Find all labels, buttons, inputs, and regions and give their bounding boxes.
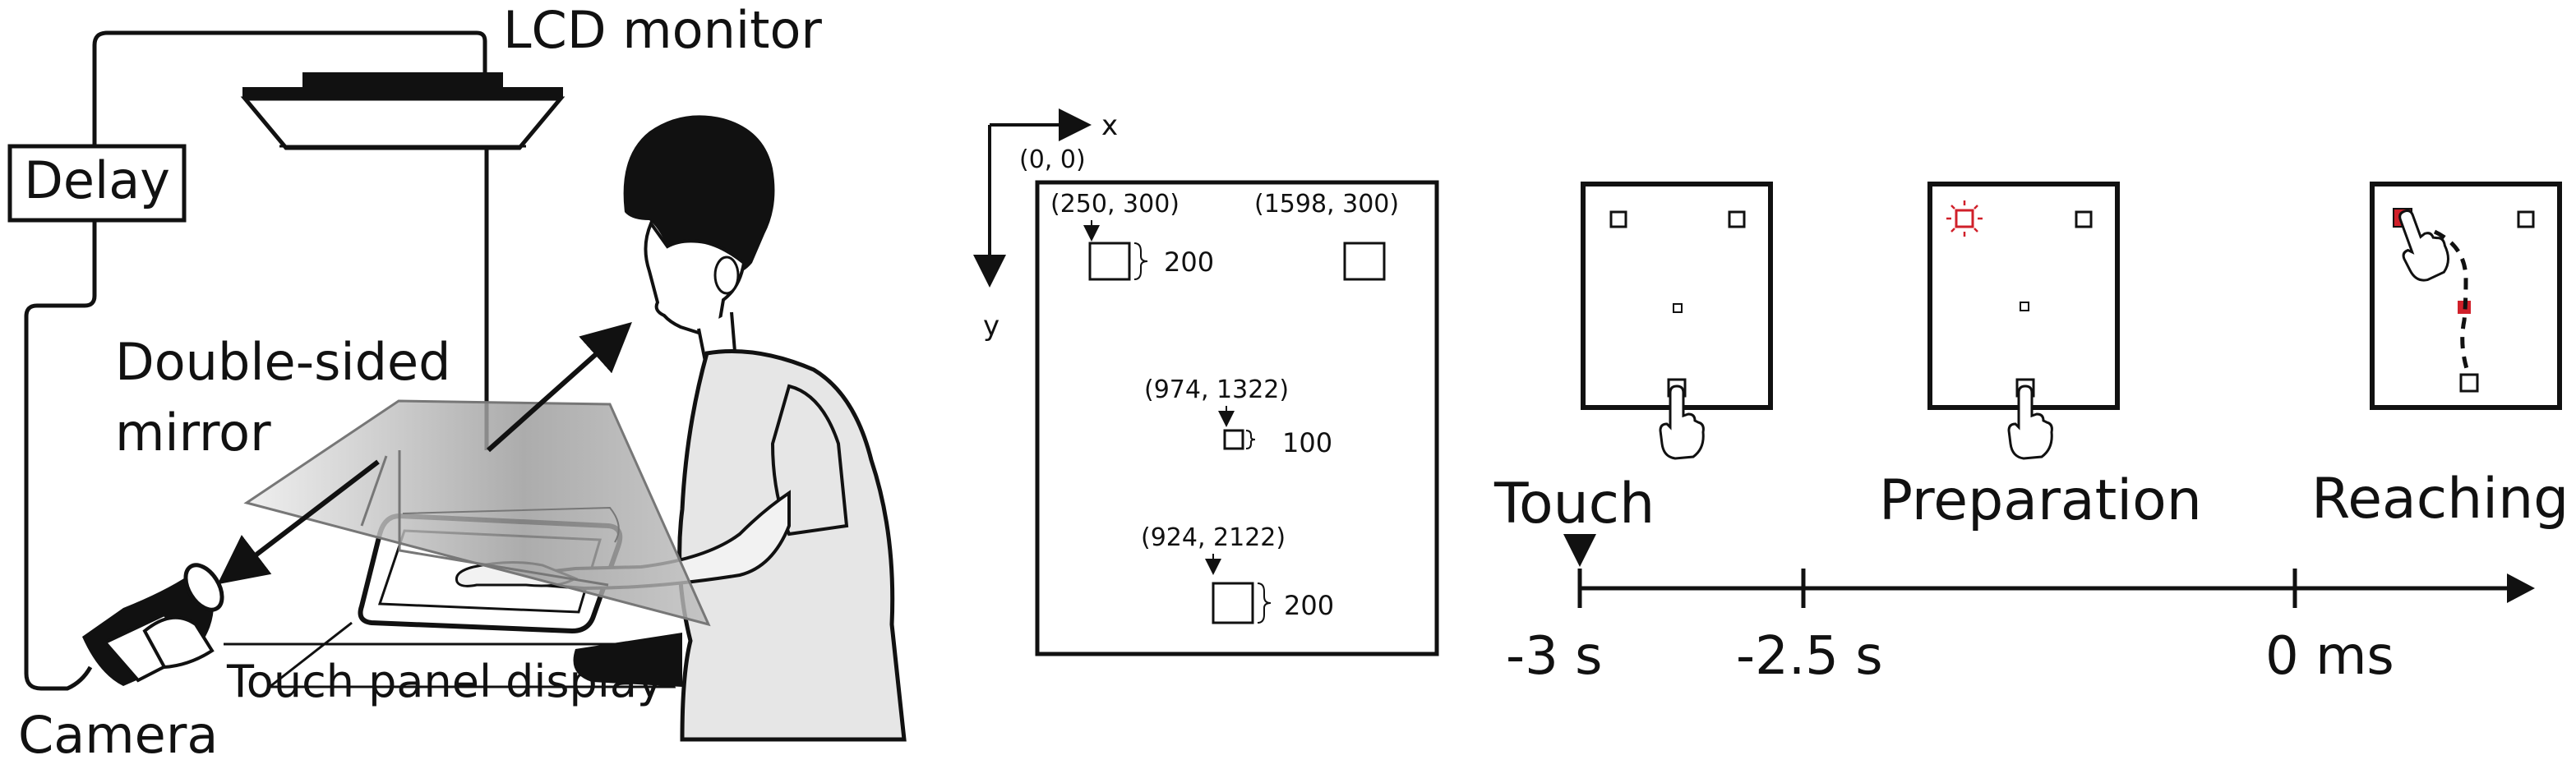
target-size-center-label: 100 — [1282, 427, 1332, 458]
coordinate-layout: x y (0, 0) (250, 300) 200 (1598, 300) (9… — [973, 108, 1439, 656]
finger-icon — [2398, 209, 2449, 282]
target-center-coord: (974, 1322) — [1144, 375, 1289, 404]
target-center — [1223, 429, 1244, 450]
panel-touch — [1581, 182, 1773, 460]
panel-preparation — [1927, 182, 2120, 460]
target-bottom-coord: (924, 2122) — [1141, 523, 1286, 552]
lcd-monitor — [240, 72, 566, 150]
phase-touch-label: Touch — [1493, 472, 1655, 536]
target-size-bottom-label: 200 — [1284, 590, 1334, 621]
origin-label: (0, 0) — [1019, 145, 1086, 174]
delay-box — [7, 144, 187, 223]
x-axis-label: x — [1101, 109, 1118, 142]
phase-preparation-label: Preparation — [1879, 468, 2202, 533]
target-top-left — [1088, 242, 1131, 281]
phase-reaching-label: Reaching — [2311, 467, 2569, 532]
target-top-right — [1343, 242, 1386, 281]
time-touch-label: -3 s — [1506, 626, 1603, 687]
double-sided-mirror — [243, 399, 711, 627]
finger-icon — [1659, 384, 1705, 460]
panel-reaching — [2370, 182, 2562, 410]
camera-label: Camera — [18, 705, 218, 765]
target-bottom — [1212, 582, 1254, 624]
view-arrow-to-eye — [487, 322, 632, 453]
camera — [82, 563, 224, 686]
timeline-panels: Touch Preparation Reaching -3 s -2.5 s 0… — [1493, 182, 2569, 687]
y-axis-label: y — [983, 310, 999, 343]
mirror-label-line1: Double-sided — [115, 332, 450, 392]
view-arrow-to-camera — [217, 459, 380, 585]
delay-label: Delay — [24, 150, 170, 210]
mirror-label-line2: mirror — [115, 403, 271, 463]
apparatus-setup: LCD monitor Delay Touch panel display — [7, 0, 907, 765]
target-top-right-coord: (1598, 300) — [1254, 190, 1399, 219]
signal-cable — [24, 30, 487, 691]
finger-icon — [2007, 384, 2053, 460]
lcd-monitor-label: LCD monitor — [503, 0, 822, 60]
time-preparation-label: -2.5 s — [1736, 626, 1883, 687]
target-top-left-coord: (250, 300) — [1050, 190, 1180, 219]
participant — [455, 115, 907, 742]
target-highlight-icon — [1946, 200, 1983, 237]
time-reaching-label: 0 ms — [2265, 626, 2394, 687]
target-size-top-label: 200 — [1164, 246, 1214, 278]
timeline-arrowhead — [2507, 573, 2535, 603]
